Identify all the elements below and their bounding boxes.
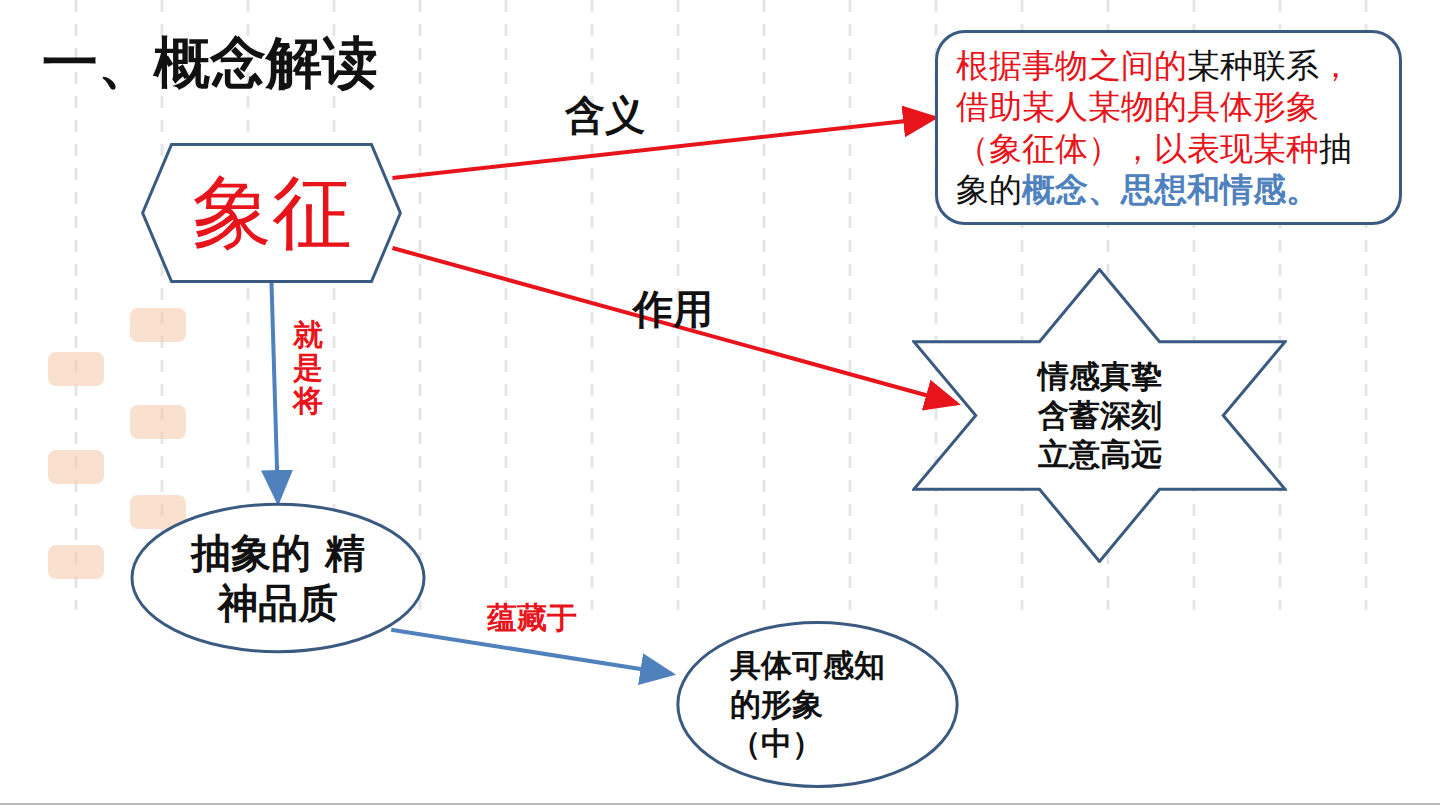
text-holder: 象征 — [192, 163, 352, 263]
outline-shape — [678, 623, 957, 787]
node-text: 概念、思想和情感。 — [1022, 170, 1319, 209]
text-holder: 情感真挚 含蓄深刻 立意高远 — [1030, 357, 1170, 473]
node-text: 某种联系 — [1187, 46, 1319, 85]
node-outline — [129, 502, 427, 654]
concrete-ellipse: 具体可感知 的形象 （中） — [675, 620, 960, 789]
outline-shape — [132, 504, 424, 651]
connector-arrow — [392, 248, 957, 404]
page-title: 一、概念解读 — [42, 26, 378, 102]
node-text: 根据事物之间的 — [956, 46, 1187, 85]
definition-box: 根据事物之间的某种联系，借助某人某物的具体形象（象征体），以表现某种抽象的概念、… — [935, 30, 1402, 225]
node-text: 具体可感知 的形象 （中） — [730, 647, 885, 761]
outline-shape — [914, 269, 1285, 561]
edge-label: 蕴藏于 — [487, 598, 577, 639]
text-holder: 根据事物之间的某种联系，借助某人某物的具体形象（象征体），以表现某种抽象的概念、… — [956, 45, 1381, 210]
text-holder: 抽象的 精神品质 — [183, 528, 373, 628]
node-text: 情感真挚 含蓄深刻 立意高远 — [1038, 358, 1162, 472]
connector-arrow — [272, 283, 279, 502]
edge-label: 作用 — [633, 282, 713, 337]
symbol-hexagon: 象征 — [140, 143, 403, 283]
edge-label: 就是将 — [293, 318, 323, 417]
outline-shape — [143, 144, 401, 281]
effect-star: 情感真挚 含蓄深刻 立意高远 — [912, 268, 1287, 563]
edge-label: 含义 — [565, 88, 645, 143]
text-holder: 具体可感知 的形象 （中） — [730, 646, 905, 762]
connector-arrow — [391, 630, 672, 674]
node-text: 象征 — [192, 166, 352, 259]
abstract-ellipse: 抽象的 精神品质 — [129, 502, 427, 654]
connector-arrow — [392, 118, 935, 178]
node-text: 抽象的 精神品质 — [191, 530, 365, 626]
